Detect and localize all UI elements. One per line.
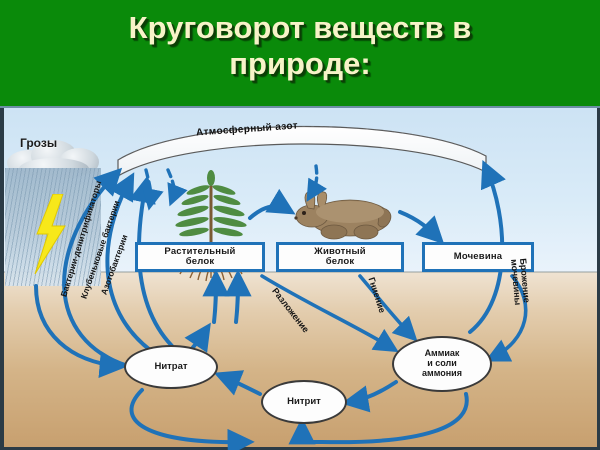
nitrogen-cycle-diagram: Грозы — [0, 106, 600, 450]
lightning-icon — [33, 194, 67, 274]
raincloud-icon — [5, 134, 101, 286]
box-urea[interactable]: Мочевина — [422, 242, 534, 272]
weather-label: Грозы — [20, 136, 58, 150]
page-title: Круговорот веществ в природе: — [128, 10, 472, 82]
ellipse-ammonia[interactable]: Аммиак и соли аммония — [392, 336, 492, 392]
figure-left-border — [0, 108, 4, 450]
horizon-line — [4, 271, 597, 273]
figure-bottom-border — [0, 447, 600, 450]
box-plant-protein[interactable]: Растительный белок — [135, 242, 265, 272]
label-urea-fermentation: Брожение мочевины — [508, 257, 532, 306]
title-band: Круговорот веществ в природе: — [0, 0, 600, 106]
ellipse-nitrate[interactable]: Нитрат — [124, 345, 218, 389]
ellipse-nitrite[interactable]: Нитрит — [261, 380, 347, 424]
cycle-arrows-overlay — [34, 125, 528, 450]
figure-right-border — [597, 108, 600, 450]
box-animal-protein[interactable]: Животный белок — [276, 242, 404, 272]
atmospheric-nitrogen-banner — [117, 125, 487, 178]
rabbit-icon — [288, 190, 400, 244]
